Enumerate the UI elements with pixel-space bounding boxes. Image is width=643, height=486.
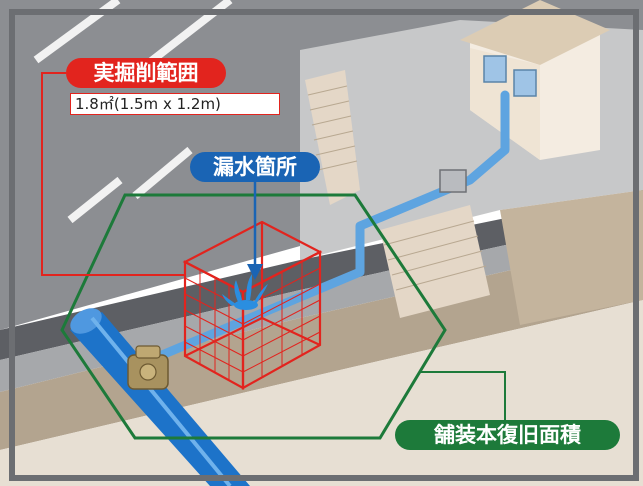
leak-location-label: 漏水箇所 bbox=[190, 152, 320, 182]
paving-area-outline bbox=[60, 193, 447, 440]
water-spray-icon bbox=[222, 274, 268, 310]
curb bbox=[0, 190, 643, 360]
valve-icon bbox=[127, 345, 169, 390]
excavation-range-label: 実掘削範囲 bbox=[66, 58, 226, 88]
paving-leader bbox=[420, 371, 506, 420]
soil-side bbox=[500, 190, 643, 325]
frame-border bbox=[9, 9, 639, 481]
service-pipe bbox=[145, 90, 510, 365]
excavation-size-label: 1.8㎡(1.5m x 1.2m) bbox=[70, 93, 280, 115]
meter-box bbox=[439, 169, 467, 193]
main-pipe bbox=[70, 308, 250, 486]
leak-arrowhead bbox=[247, 264, 263, 280]
excavation-leader bbox=[41, 72, 185, 276]
brick-wall bbox=[305, 70, 490, 318]
curb-lower bbox=[0, 215, 643, 392]
paving-restoration-label: 舗装本復旧面積 bbox=[395, 420, 620, 450]
